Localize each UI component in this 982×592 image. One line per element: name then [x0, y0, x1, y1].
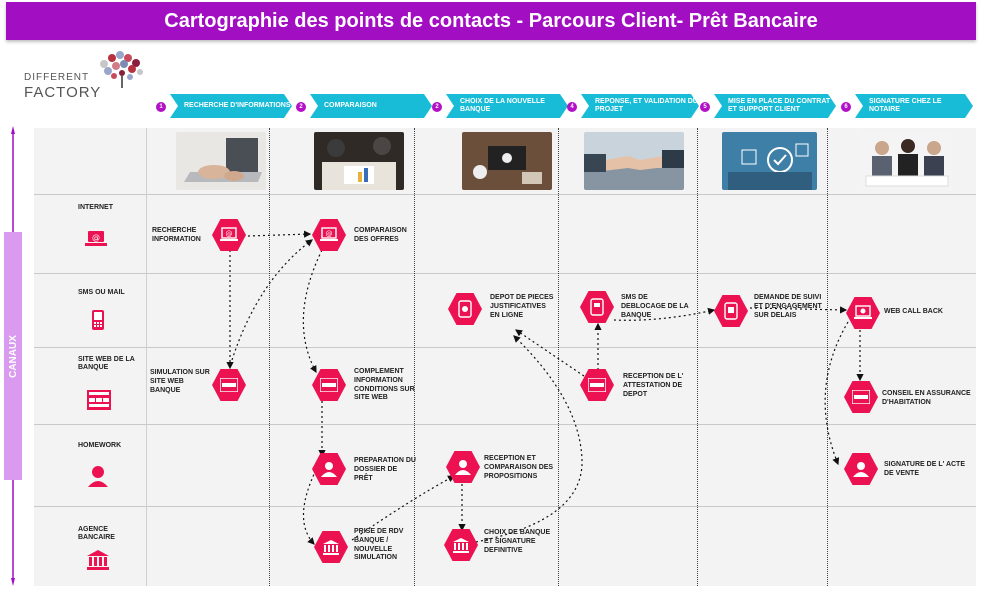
column-divider: [827, 128, 828, 586]
channel-label-sms: SMS OU MAIL: [78, 289, 125, 296]
laptop-icon: [854, 305, 872, 319]
node-label: RECEPTION DE L' ATTESTATION DE DEPOT: [623, 373, 684, 398]
logo-line2: FACTORY: [24, 84, 102, 101]
laptop-icon: @: [84, 226, 108, 250]
logo-line1: DIFFERENT: [24, 72, 90, 83]
canaux-text: CANAUX: [7, 334, 19, 378]
svg-text:@: @: [92, 233, 100, 242]
node-signature-acte[interactable]: [844, 453, 878, 485]
row-divider: [34, 424, 976, 425]
page-title: Cartographie des points de contacts - Pa…: [6, 2, 976, 40]
step-number: 2: [432, 102, 442, 112]
node-recherche-info[interactable]: @: [212, 219, 246, 251]
logo-tree-icon: [100, 51, 143, 88]
node-label: DEPOT DE PIECES JUSTIFICATIVES EN LIGNE: [490, 294, 554, 319]
step-label: REPONSE, ET VALIDATION DU PROJET: [581, 94, 699, 118]
step-number: 4: [567, 102, 577, 112]
page-title-text: Cartographie des points de contacts - Pa…: [164, 9, 818, 32]
photo-notary-icon: [862, 132, 952, 190]
node-conseil-assurance[interactable]: [844, 381, 878, 413]
node-web-call-back[interactable]: [846, 297, 880, 329]
website-icon: [852, 390, 870, 404]
logo: DIFFERENT FACTORY: [22, 50, 152, 106]
step-label: CHOIX DE LA NOUVELLE BANQUE: [446, 94, 568, 118]
laptop-icon: @: [320, 227, 338, 241]
journey-grid: [34, 128, 976, 586]
phone-icon: [458, 300, 472, 318]
row-divider: [34, 506, 976, 507]
node-label: CONSEIL EN ASSURANCE D'HABITATION: [882, 390, 971, 406]
row-divider: [34, 194, 976, 195]
person-icon: [321, 462, 337, 477]
channel-label-homework: HOMEWORK: [78, 442, 122, 449]
photo-new-bank: [462, 132, 552, 190]
photo-comparison: [314, 132, 404, 190]
photo-support: [722, 132, 817, 190]
channel-label-internet: INTERNET: [78, 204, 113, 211]
node-demande-suivi[interactable]: [714, 295, 748, 327]
photo-handshake: [584, 132, 684, 190]
phone-icon: [724, 302, 738, 320]
person-icon: [86, 464, 110, 488]
node-label: COMPARAISON DES OFFRES: [354, 227, 407, 243]
node-label: PREPARATION DU DOSSIER DE PRÊT: [354, 457, 416, 482]
channel-label-website: SITE WEB DE LA BANQUE: [78, 356, 135, 372]
svg-text:@: @: [326, 230, 333, 238]
node-label: RECHERCHE INFORMATION: [152, 227, 201, 243]
website-icon: [320, 378, 338, 392]
node-label: CHOIX DE BANQUE ET SIGNATURE DEFINITIVE: [484, 529, 551, 554]
photo-handshake-icon: [584, 132, 684, 190]
node-label: SIMULATION SUR SITE WEB BANQUE: [150, 369, 210, 394]
person-icon: [455, 460, 471, 475]
photo-laptop-typing: [176, 132, 266, 190]
website-icon: [86, 388, 112, 412]
step-number: 2: [296, 102, 306, 112]
step-number: 5: [700, 102, 710, 112]
photo-laptop-icon: [176, 132, 266, 190]
row-divider: [34, 347, 976, 348]
laptop-icon: @: [220, 227, 238, 241]
photo-notary: [862, 132, 952, 190]
photo-desk-icon: [462, 132, 552, 190]
node-label: DEMANDE DE SUIVI ET D'ENGAGEMENT SUR DEL…: [754, 294, 822, 319]
node-label: COMPLEMENT INFORMATION CONDITIONS SUR SI…: [354, 368, 415, 402]
node-label: PRISE DE RDV BANQUE / NOUVELLE SIMULATIO…: [354, 528, 404, 562]
node-label: WEB CALL BACK: [884, 308, 943, 315]
column-divider: [146, 128, 147, 586]
node-label: SMS DE DEBLOCAGE DE LA BANQUE: [621, 294, 689, 319]
row-divider: [34, 273, 976, 274]
column-divider: [697, 128, 698, 586]
column-divider: [414, 128, 415, 586]
channel-label-agence: AGENCE BANCAIRE: [78, 526, 115, 542]
node-simulation[interactable]: [212, 369, 246, 401]
node-reception-attestation[interactable]: [580, 369, 614, 401]
step-label: SIGNATURE CHEZ LE NOTAIRE: [855, 94, 973, 118]
bank-icon: [323, 539, 339, 555]
photo-support-icon: [722, 132, 817, 190]
node-label: RECEPTION ET COMPARAISON DES PROPOSITION…: [484, 455, 554, 480]
website-icon: [220, 378, 238, 392]
bank-icon: [453, 537, 469, 553]
column-divider: [558, 128, 559, 586]
node-sms-deblocage[interactable]: [580, 291, 614, 323]
node-label: SIGNATURE DE L' ACTE DE VENTE: [884, 461, 965, 477]
photo-people-icon: [314, 132, 404, 190]
website-icon: [588, 378, 606, 392]
column-divider: [269, 128, 270, 586]
step-label: MISE EN PLACE DU CONTRAT ET SUPPORT CLIE…: [714, 94, 836, 118]
step-label: COMPARAISON: [310, 94, 432, 118]
step-number: 1: [156, 102, 166, 112]
person-icon: [853, 462, 869, 477]
step-number: 6: [841, 102, 851, 112]
bank-icon: [86, 548, 110, 572]
step-label: RECHERCHE D'INFORMATIONS: [170, 94, 292, 118]
phone-icon: [590, 298, 604, 316]
phone-icon: [86, 308, 110, 332]
canaux-label: CANAUX: [4, 232, 22, 480]
svg-text:@: @: [226, 230, 233, 238]
